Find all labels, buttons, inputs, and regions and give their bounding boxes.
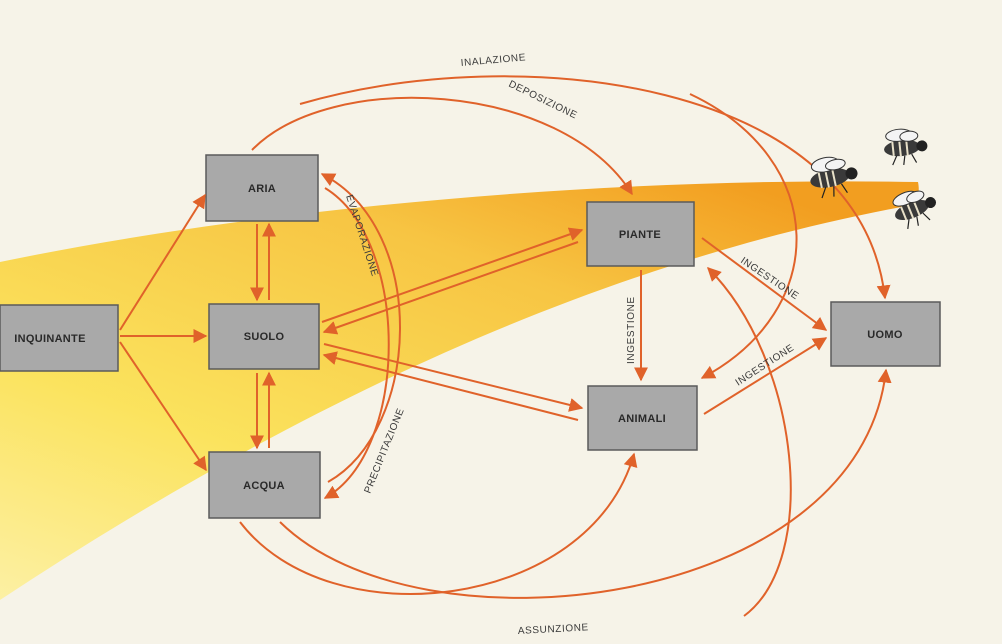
- node-uomo: UOMO: [830, 301, 941, 367]
- node-label: ANIMALI: [618, 413, 666, 425]
- node-label: UOMO: [867, 329, 903, 341]
- node-label: ARIA: [248, 183, 276, 195]
- node-inquinante: INQUINANTE: [0, 304, 119, 372]
- node-piante: PIANTE: [586, 201, 695, 267]
- arrow-deposizione: [251, 96, 633, 196]
- node-acqua: ACQUA: [208, 451, 321, 519]
- arrow-piante-uomo: [701, 237, 828, 331]
- node-label: SUOLO: [244, 331, 285, 343]
- node-aria: ARIA: [205, 154, 319, 222]
- arrow-evaporazione: [320, 173, 401, 483]
- node-label: INQUINANTE: [14, 333, 85, 345]
- bee-icon: [884, 128, 928, 166]
- bee-icon: [810, 156, 858, 199]
- pollution-band: [0, 181, 919, 600]
- arrow-acqua-animali: [239, 452, 638, 596]
- arrow-precipitazione: [323, 187, 390, 499]
- node-suolo: SUOLO: [208, 303, 320, 370]
- bee-icon: [892, 190, 937, 230]
- flow-label-assunzione: ASSUNZIONE: [518, 622, 589, 637]
- arrow-suolo-animali: [323, 343, 584, 412]
- arrow-inquinante-aria: [119, 193, 206, 331]
- arrow-animali-uomo: [703, 337, 828, 415]
- flow-arrows: [119, 75, 892, 617]
- node-label: ACQUA: [243, 480, 285, 492]
- arrow-piante-suolo: [322, 241, 579, 335]
- arrow-acqua-uomo: [279, 368, 892, 599]
- node-label: PIANTE: [619, 229, 661, 241]
- arrow-inalazione: [299, 75, 891, 300]
- arrow-inquinante-acqua: [119, 341, 207, 472]
- arrow-suolo-piante: [321, 227, 584, 323]
- node-animali: ANIMALI: [587, 385, 698, 451]
- arrow-animali-suolo: [322, 351, 579, 421]
- flow-label-ingestione-piante-animali: INGESTIONE: [626, 296, 637, 364]
- arrow-acqua-piante: [707, 267, 792, 617]
- arrow-inalazione-animali: [689, 93, 798, 379]
